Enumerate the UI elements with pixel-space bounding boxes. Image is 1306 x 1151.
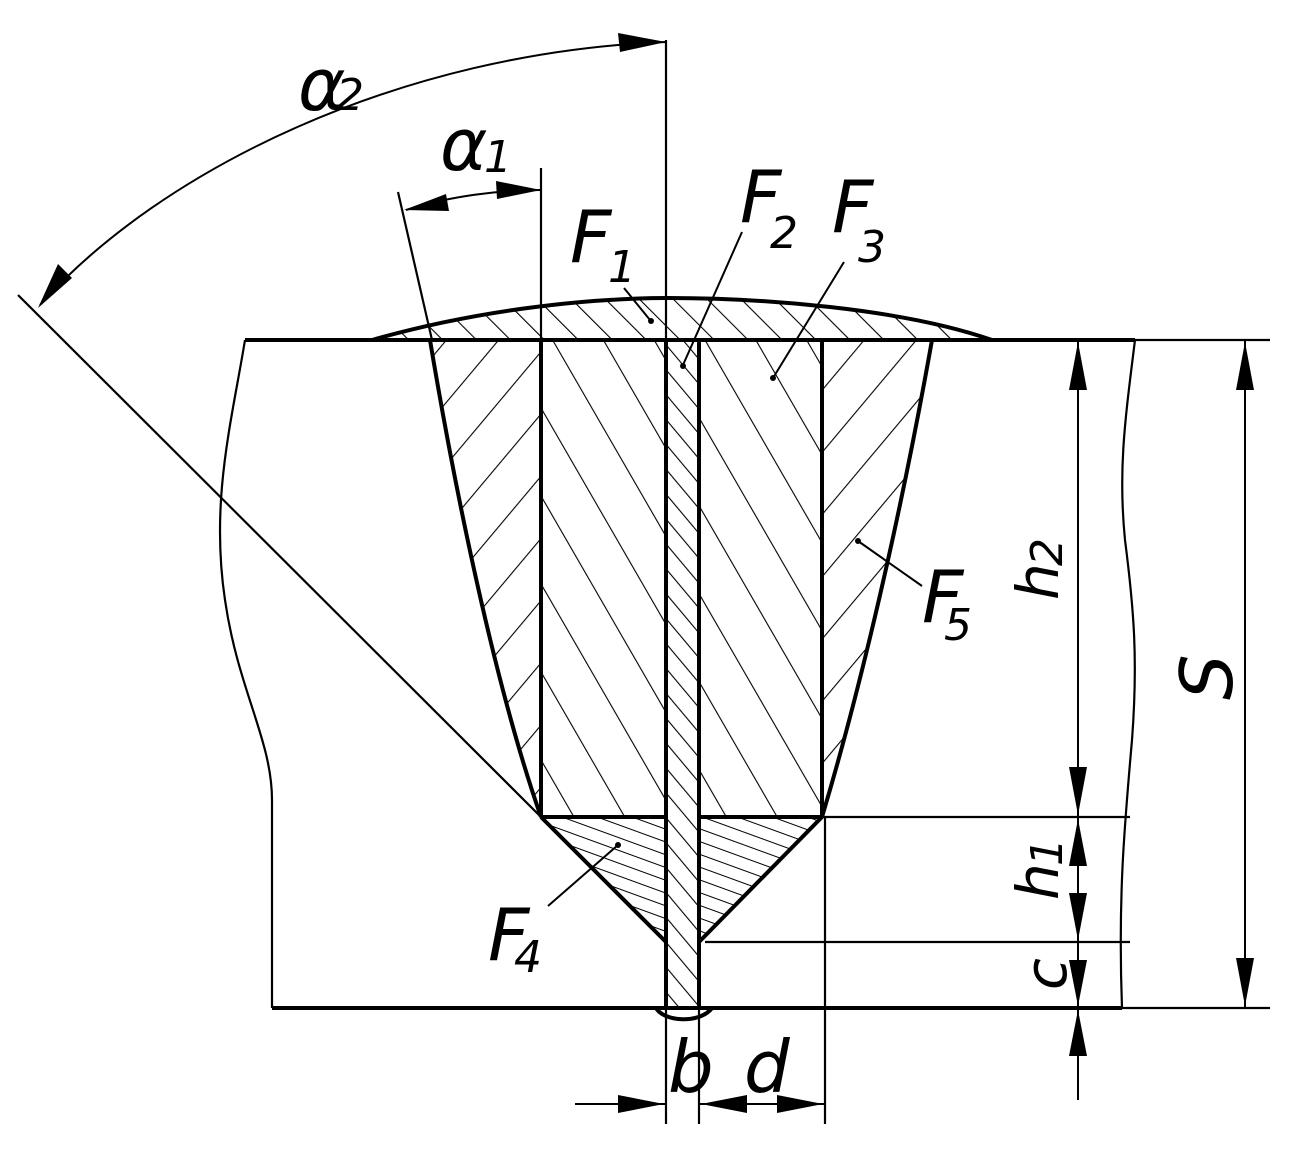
root-bead [654, 1006, 714, 1022]
S-arrow-bottom [1236, 958, 1254, 1006]
label-alpha1: α [440, 103, 487, 187]
alpha2-arrow-left [38, 264, 72, 308]
root-bevel-right [697, 815, 824, 944]
area-F3-right [699, 340, 822, 817]
d-arrow-left [701, 1095, 747, 1113]
b-arrow [618, 1095, 664, 1113]
h2-arrow-top [1069, 342, 1087, 390]
left-break-line [218, 339, 274, 1008]
F2-leader [682, 231, 743, 366]
area-F5-left [430, 340, 541, 817]
label-alpha2-sub: 2 [336, 70, 364, 121]
F5-leader-dot [855, 538, 861, 544]
label-h2: h [1004, 563, 1072, 600]
label-b: b [668, 1025, 714, 1109]
area-F5-right [822, 340, 932, 817]
label-F4: F [488, 893, 531, 977]
alpha2-arc [39, 41, 667, 306]
label-F1-sub: 1 [608, 242, 636, 293]
d-arrow-right [777, 1095, 823, 1113]
F4-leader-dot [615, 842, 621, 848]
c-arrow-top [1069, 960, 1087, 1006]
label-h1-group: h 1 [1004, 838, 1073, 900]
root-bevel-left [539, 815, 668, 944]
F3-leader-dot [770, 375, 776, 381]
label-F2: F [740, 155, 783, 239]
groove-left-wall [428, 339, 543, 818]
h2-arrow-bottom [1069, 767, 1087, 815]
label-h1: h [1004, 863, 1072, 900]
F1-leader [623, 287, 651, 321]
label-d: d [744, 1025, 791, 1109]
right-break-line [1119, 339, 1137, 1009]
label-h2-sub: 2 [1022, 538, 1073, 566]
label-F3-sub: 3 [858, 222, 886, 273]
alpha1-arrow-right [496, 181, 541, 199]
label-h1-sub: 1 [1022, 838, 1073, 866]
area-F1-cap [371, 295, 993, 342]
alpha2-extension-line [17, 294, 542, 818]
label-S: S [1165, 654, 1249, 700]
label-F5: F [922, 555, 965, 639]
label-F3: F [832, 165, 875, 249]
h1-arrow-bottom [1069, 893, 1087, 940]
groove-right-wall [820, 339, 934, 818]
area-F2-gap [666, 340, 699, 1008]
F3-leader [772, 261, 845, 379]
alpha1-arrow-left [404, 194, 449, 211]
area-F3-left [541, 340, 666, 817]
label-S-group: S [1165, 654, 1249, 700]
label-h2-group: h 2 [1004, 538, 1073, 600]
alpha1-extension-slanted [396, 191, 434, 341]
S-arrow-top [1236, 342, 1254, 390]
F2-leader-dot [680, 363, 686, 369]
alpha2-arrow-right [618, 33, 666, 52]
F1-leader-dot [648, 318, 654, 324]
F5-leader [857, 540, 923, 587]
h1-arrow-top [1069, 819, 1087, 866]
c-arrow-bottom [1069, 1010, 1087, 1056]
label-F5-sub: 5 [944, 600, 972, 651]
label-F4-sub: 4 [514, 932, 542, 983]
label-alpha1-sub: 1 [484, 132, 512, 183]
label-c-group: c [1012, 958, 1080, 990]
label-F1: F [570, 195, 613, 279]
label-c: c [1012, 958, 1080, 990]
F4-leader [547, 844, 619, 907]
label-F2-sub: 2 [770, 208, 798, 259]
label-alpha2: α [298, 43, 345, 127]
